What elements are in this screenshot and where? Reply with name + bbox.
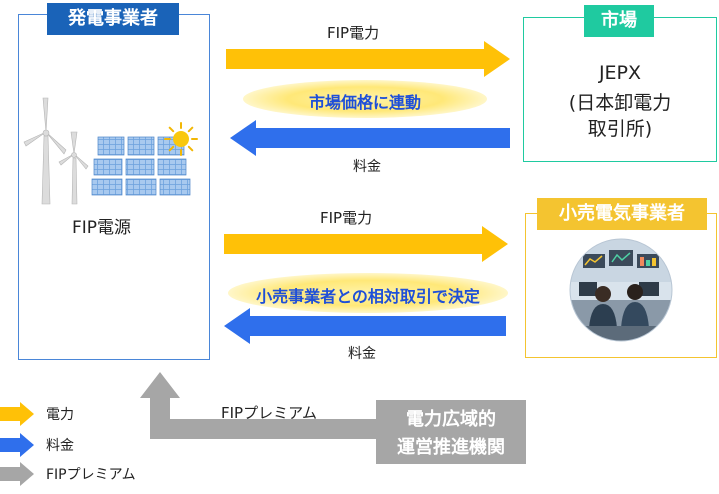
legend-premium-arrow xyxy=(0,462,34,486)
market-body-line2: (日本卸電力 xyxy=(568,92,672,114)
market-tag: 市場 xyxy=(584,5,654,37)
premium-label: FIPプレミアム xyxy=(221,404,318,422)
market-body-line1: JEPX xyxy=(598,62,642,84)
sun-icon xyxy=(164,122,198,156)
top-price-note: 市場価格に連動 xyxy=(308,93,421,112)
top-price-glow xyxy=(243,80,487,118)
bottom-price-glow xyxy=(228,273,508,313)
control-room-operators-icon xyxy=(569,238,673,342)
legend-premium-label: FIPプレミアム xyxy=(46,467,136,483)
top-power-label: FIP電力 xyxy=(327,24,380,42)
occto-line1: 電力広域的 xyxy=(406,409,496,430)
legend-power-arrow xyxy=(0,402,34,426)
bottom-power-arrow xyxy=(224,226,508,262)
market-body-line3: 取引所) xyxy=(587,118,653,140)
top-power-arrow xyxy=(226,41,510,77)
legend-fee-arrow xyxy=(0,433,34,457)
retailer-tag: 小売電気事業者 xyxy=(537,198,707,230)
generator-source-label: FIP電源 xyxy=(72,218,132,238)
bottom-fee-label: 料金 xyxy=(348,346,376,362)
top-fee-arrow xyxy=(230,120,510,156)
solar-panel-icon xyxy=(91,136,191,196)
legend-power-label: 電力 xyxy=(46,407,74,423)
bottom-fee-arrow xyxy=(224,308,506,344)
top-fee-label: 料金 xyxy=(353,159,381,175)
occto-line2: 運営推進機関 xyxy=(397,437,505,458)
bottom-price-note: 小売事業者との相対取引で決定 xyxy=(256,287,480,306)
market-box xyxy=(523,17,717,162)
occto-box xyxy=(376,400,526,464)
legend-fee-label: 料金 xyxy=(46,438,74,454)
premium-arrow xyxy=(140,372,380,439)
bottom-power-label: FIP電力 xyxy=(320,209,373,227)
wind-turbine-icon xyxy=(23,97,89,205)
generator-tag: 発電事業者 xyxy=(47,3,179,35)
